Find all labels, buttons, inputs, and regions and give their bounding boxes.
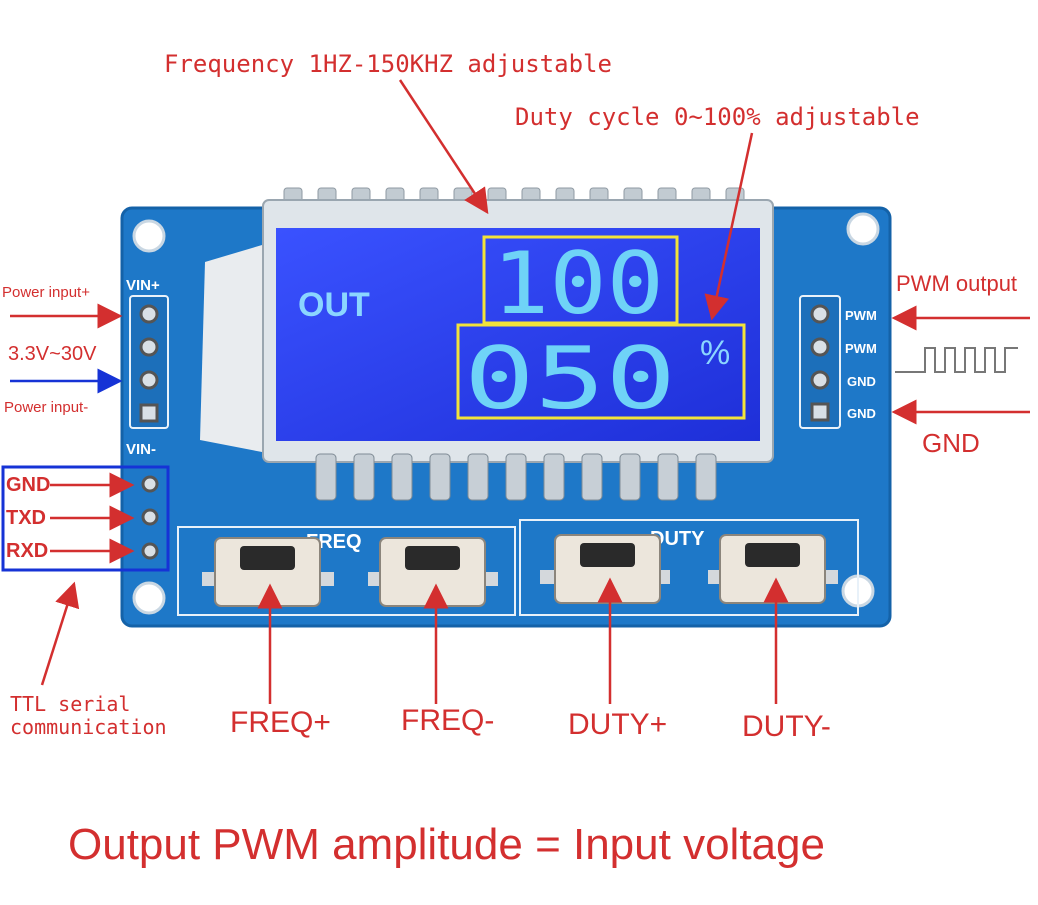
frequency-highlight-box	[482, 235, 679, 325]
duty-button-group	[519, 519, 859, 616]
pin-gnd-label-2: GND	[847, 406, 876, 421]
freq-plus-label: FREQ+	[230, 706, 331, 739]
frequency-annotation: Frequency 1HZ-150KHZ adjustable	[164, 50, 612, 78]
freq-plus-button[interactable]	[202, 537, 334, 607]
duty-cycle-annotation: Duty cycle 0~100% adjustable	[515, 103, 920, 131]
mount-hole	[846, 212, 880, 246]
duty-group-label: DUTY	[650, 528, 705, 550]
gnd-output-label: GND	[922, 428, 980, 458]
duty-minus-button[interactable]	[708, 534, 838, 604]
gnd-serial-label: GND	[6, 474, 51, 496]
lcd-duty-digits: 050	[464, 329, 676, 429]
freq-button-group	[177, 526, 516, 616]
annotation-arrows	[10, 79, 1030, 704]
pwm-output-label: PWM output	[896, 271, 1018, 296]
lcd-percent-sign: %	[700, 334, 730, 372]
lcd-screen	[276, 228, 760, 441]
power-input-minus-label: Power input-	[4, 399, 89, 416]
lcd-bottom-pins	[315, 453, 717, 501]
duty-plus-label: DUTY+	[568, 708, 668, 741]
pwm-waveform-icon	[895, 347, 1018, 373]
ttl-serial-label-line1: TTL serial	[10, 692, 131, 716]
pin-pwm-label-1: PWM	[845, 308, 877, 323]
freq-minus-button[interactable]	[368, 537, 498, 607]
duty-minus-label: DUTY-	[742, 710, 831, 743]
rxd-label: RXD	[6, 540, 49, 562]
pin-pwm-label-2: PWM	[845, 341, 877, 356]
lcd-out-label: OUT	[298, 286, 370, 324]
vin-minus-label: VIN-	[126, 441, 156, 458]
freq-minus-label: FREQ-	[401, 704, 495, 737]
duty-plus-button[interactable]	[540, 534, 670, 604]
vin-plus-label: VIN+	[126, 277, 160, 294]
voltage-range-label: 3.3V~30V	[8, 343, 97, 365]
vin-pin-header	[129, 295, 169, 429]
pwm-pin-header	[799, 295, 841, 429]
duty-highlight-box	[456, 323, 746, 420]
lcd-frequency-digits: 100	[492, 234, 664, 334]
ttl-serial-label-line2: communication	[10, 715, 167, 739]
mount-hole	[132, 581, 166, 615]
serial-highlight-box	[1, 465, 170, 572]
mount-hole	[132, 219, 166, 253]
pin-gnd-label-1: GND	[847, 374, 876, 389]
txd-label: TXD	[6, 507, 46, 529]
power-input-plus-label: Power input+	[2, 284, 90, 301]
footer-caption: Output PWM amplitude = Input voltage	[68, 820, 825, 869]
